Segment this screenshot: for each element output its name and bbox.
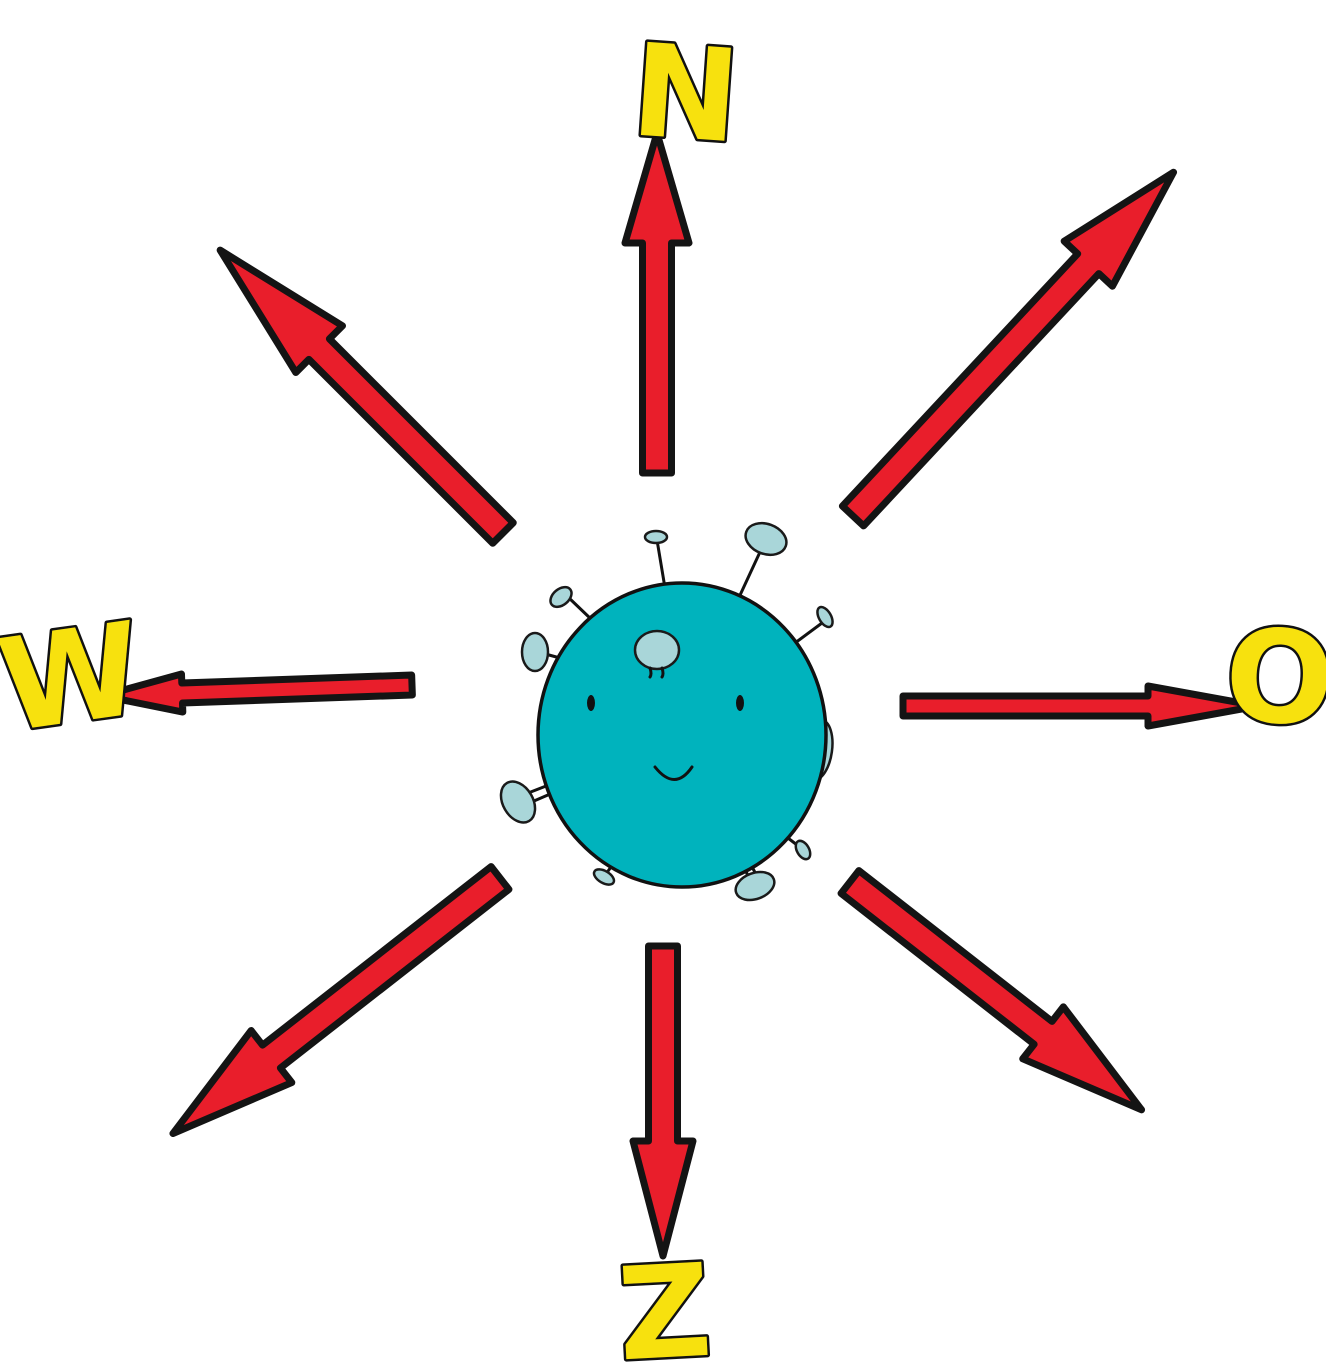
letter-south: Z [614,1237,714,1367]
arrow-south-icon [633,946,693,1256]
letter-west: W [0,595,151,762]
virus-body [538,583,826,887]
arrow-north-icon [625,133,689,473]
letter-east: O [1221,601,1326,755]
arrow-south-east-icon [830,856,1162,1136]
letter-north: N [627,16,744,172]
arrow-north-east-icon [829,150,1198,539]
virus-icon [494,518,836,905]
arrow-west-icon [102,666,413,715]
arrow-north-west-icon [197,227,527,557]
arrow-east-icon [903,686,1258,726]
arrow-south-west-icon [153,852,521,1160]
virus-top-bump [635,631,679,669]
